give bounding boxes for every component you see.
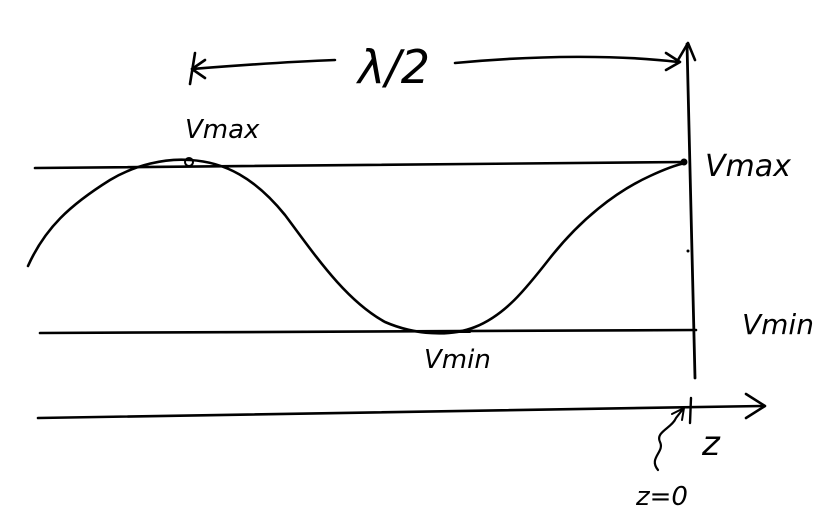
vmax-line <box>33 160 686 170</box>
standing-wave-curve <box>26 158 687 335</box>
half-wavelength-arrow-right <box>453 55 680 65</box>
vmin-right-label: Vmin <box>742 308 814 341</box>
half-wavelength-arrowhead-right <box>664 51 682 72</box>
half-wavelength-label: λ/2 <box>355 40 430 94</box>
small-dot <box>686 249 690 253</box>
vmax-peak-label: Vmax <box>185 115 260 145</box>
z-zero-pointer <box>653 407 685 472</box>
vmax-right-label: Vmax <box>705 149 791 184</box>
peak-marker-left <box>184 157 194 167</box>
half-wavelength-arrowhead-left <box>190 58 207 80</box>
peak-marker-right <box>680 158 688 166</box>
z-zero-pointer-head <box>671 407 685 421</box>
half-wavelength-arrow-left <box>190 58 337 71</box>
load-vertical-line <box>685 42 697 380</box>
z-zero-tick <box>688 396 693 425</box>
z-zero-label: z=0 <box>635 482 688 512</box>
z-axis-label: z <box>701 424 721 464</box>
z-axis-arrowhead <box>744 392 767 420</box>
z-axis-line <box>36 404 764 420</box>
vmin-line <box>38 328 698 335</box>
vmin-trough-label: Vmin <box>424 345 491 375</box>
load-vertical-arrowhead <box>676 41 697 62</box>
